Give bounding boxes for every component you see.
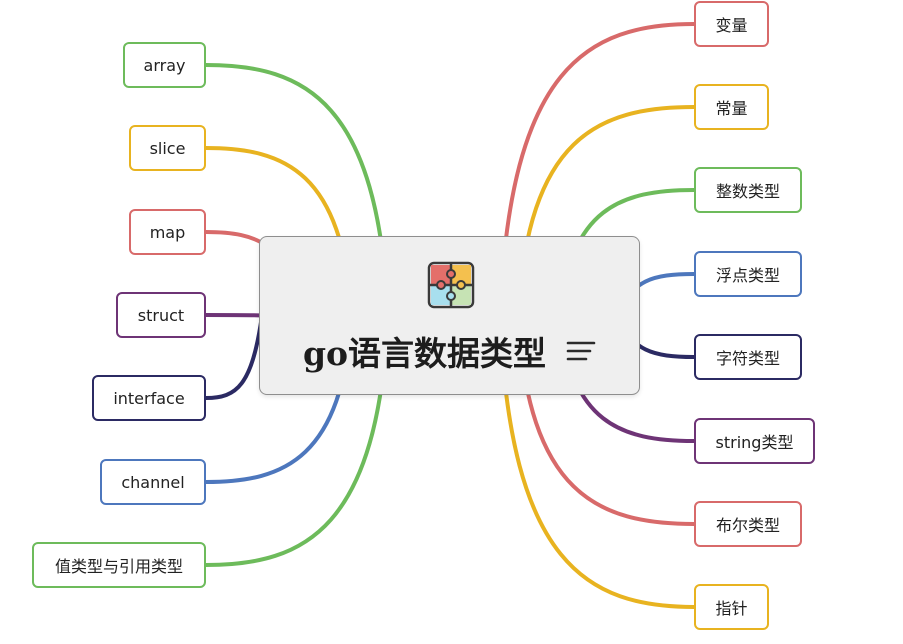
branch-node-channel[interactable]: channel bbox=[100, 459, 206, 505]
central-topic[interactable]: go语言数据类型 bbox=[259, 236, 640, 395]
branch-node-string-type[interactable]: string类型 bbox=[694, 418, 815, 464]
branch-node-slice[interactable]: slice bbox=[129, 125, 206, 171]
connector-right-7 bbox=[498, 313, 696, 609]
notes-lines-icon[interactable] bbox=[566, 339, 596, 363]
branch-node-variable[interactable]: 变量 bbox=[694, 1, 769, 47]
branch-node-struct[interactable]: struct bbox=[116, 292, 206, 338]
branch-node-char-type[interactable]: 字符类型 bbox=[694, 334, 802, 380]
branch-node-float-type[interactable]: 浮点类型 bbox=[694, 251, 802, 297]
branch-node-map[interactable]: map bbox=[129, 209, 206, 255]
branch-node-integer-type[interactable]: 整数类型 bbox=[694, 167, 802, 213]
connector-left-3 bbox=[204, 313, 264, 318]
puzzle-icon bbox=[427, 261, 475, 309]
connector-left-4 bbox=[204, 313, 264, 400]
branch-node-array[interactable]: array bbox=[123, 42, 206, 88]
branch-node-value-and-reference-types[interactable]: 值类型与引用类型 bbox=[32, 542, 206, 588]
central-topic-title: go语言数据类型 bbox=[302, 334, 547, 373]
branch-node-interface[interactable]: interface bbox=[92, 375, 206, 421]
connector-right-0 bbox=[498, 22, 696, 318]
branch-node-bool-type[interactable]: 布尔类型 bbox=[694, 501, 802, 547]
branch-node-pointer[interactable]: 指针 bbox=[694, 584, 769, 630]
branch-node-constant[interactable]: 常量 bbox=[694, 84, 769, 130]
